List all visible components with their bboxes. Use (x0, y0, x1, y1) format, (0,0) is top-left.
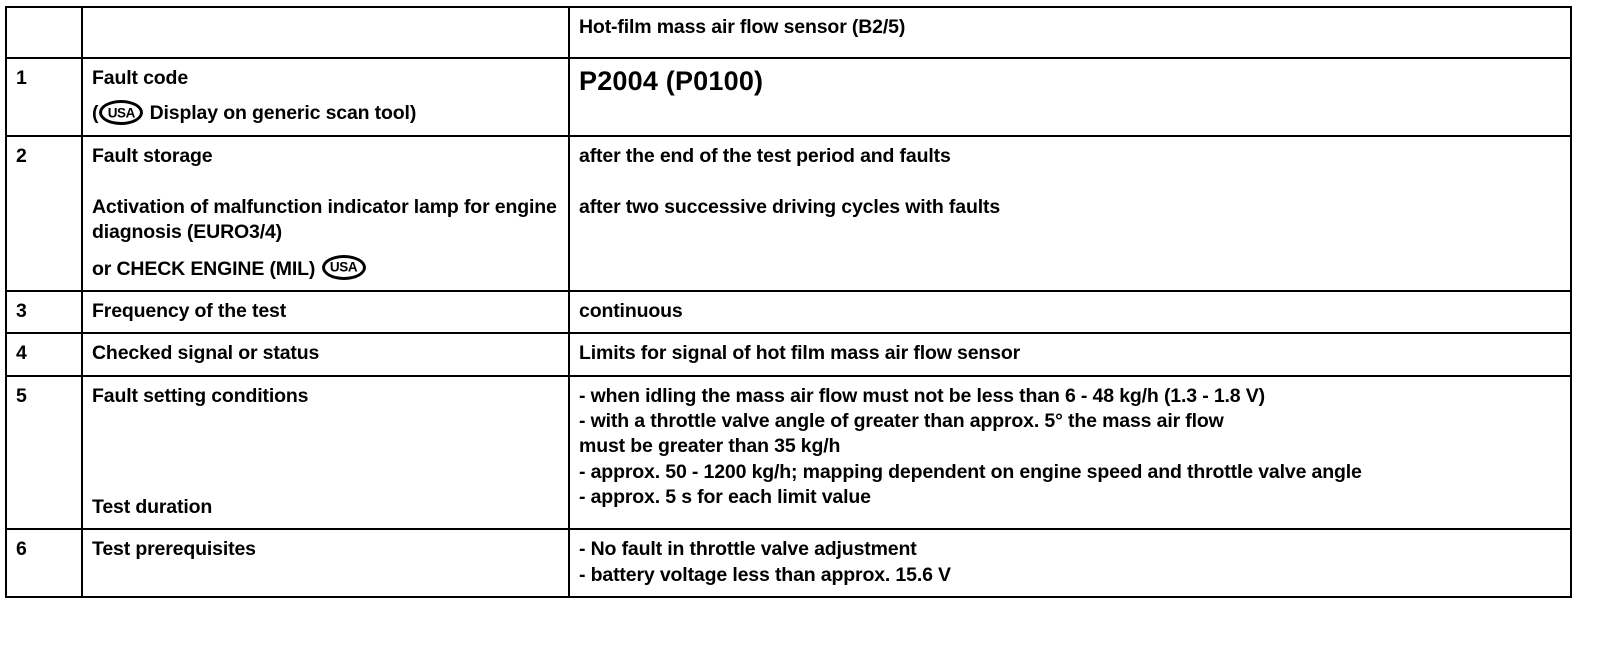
row-label-fault-code: Fault code ( USA Display on generic scan … (81, 57, 570, 137)
fault-code-label: Fault code (92, 67, 189, 89)
row-label-fault-setting-conditions: Fault setting conditions Test duration (81, 374, 570, 531)
table-row: 5 Fault setting conditions Test duration… (5, 374, 1572, 531)
row-number-6: 6 (5, 528, 83, 599)
condition-line: must be greater than 35 kg/h (579, 435, 841, 458)
row-value-test-frequency: continuous (568, 290, 1572, 335)
row-number-3: 3 (5, 290, 83, 335)
spacer (92, 246, 559, 255)
condition-line: - approx. 50 - 1200 kg/h; mapping depend… (579, 460, 1362, 483)
usa-badge-icon: USA (321, 254, 366, 280)
paren-open: ( (92, 102, 99, 125)
usa-badge-text: USA (329, 259, 358, 275)
test-duration-label: Test duration (92, 496, 213, 519)
header-cell-num (5, 6, 83, 59)
prerequisite-line: - battery voltage less than approx. 15.6… (579, 563, 951, 586)
fault-storage-value-1: after the end of the test period and fau… (579, 144, 951, 167)
generic-scan-tool-note: ( USA Display on generic scan tool) (92, 100, 559, 126)
spacer (92, 409, 559, 495)
row-label-checked-signal: Checked signal or status (81, 332, 570, 377)
fault-storage-label: Fault storage (92, 144, 213, 167)
row-number-5: 5 (5, 374, 83, 531)
fault-code-value: P2004 (P0100) (579, 66, 764, 96)
table-row: 6 Test prerequisites - No fault in throt… (5, 528, 1572, 599)
fault-setting-conditions-label: Fault setting conditions (92, 384, 309, 407)
header-cell-title: Hot-film mass air flow sensor (B2/5) (568, 6, 1572, 59)
table-row: 3 Frequency of the test continuous (5, 290, 1572, 335)
prerequisite-line: - No fault in throttle valve adjustment (579, 538, 917, 561)
spacer (92, 91, 559, 100)
row-label-fault-storage: Fault storage Activation of malfunction … (81, 134, 570, 293)
scan-tool-text: Display on generic scan tool) (144, 102, 417, 125)
row-number-1: 1 (5, 57, 83, 137)
row-value-checked-signal: Limits for signal of hot film mass air f… (568, 332, 1572, 377)
fault-storage-value-2: after two successive driving cycles with… (579, 196, 1001, 219)
usa-badge-text: USA (107, 105, 136, 121)
usa-badge-icon: USA (99, 100, 144, 126)
row-number-4: 4 (5, 332, 83, 377)
row-value-test-prerequisites: - No fault in throttle valve adjustment … (568, 528, 1572, 599)
check-engine-label: or CHECK ENGINE (MIL) USA (92, 254, 559, 282)
row-label-test-frequency: Frequency of the test (81, 290, 570, 335)
header-cell-label (81, 6, 570, 59)
condition-line: - with a throttle valve angle of greater… (579, 410, 1224, 433)
condition-line: - when idling the mass air flow must not… (579, 384, 1265, 407)
table-header-row: Hot-film mass air flow sensor (B2/5) (5, 6, 1572, 59)
diagnostic-table: Hot-film mass air flow sensor (B2/5) 1 F… (5, 6, 1572, 599)
test-duration-value: - approx. 5 s for each limit value (579, 486, 871, 509)
row-value-fault-setting-conditions: - when idling the mass air flow must not… (568, 374, 1572, 531)
row-value-fault-storage: after the end of the test period and fau… (568, 134, 1572, 293)
row-number-2: 2 (5, 134, 83, 293)
row-label-test-prerequisites: Test prerequisites (81, 528, 570, 599)
check-engine-text: or CHECK ENGINE (MIL) (92, 257, 321, 280)
spacer (92, 169, 559, 195)
page-title: Hot-film mass air flow sensor (B2/5) (579, 16, 906, 38)
mil-activation-label: Activation of malfunction indicator lamp… (92, 196, 557, 244)
spacer (579, 169, 1561, 195)
table-row: 1 Fault code ( USA Display on generic sca… (5, 57, 1572, 137)
table-row: 2 Fault storage Activation of malfunctio… (5, 134, 1572, 293)
row-value-fault-code: P2004 (P0100) (568, 57, 1572, 137)
table-row: 4 Checked signal or status Limits for si… (5, 332, 1572, 377)
